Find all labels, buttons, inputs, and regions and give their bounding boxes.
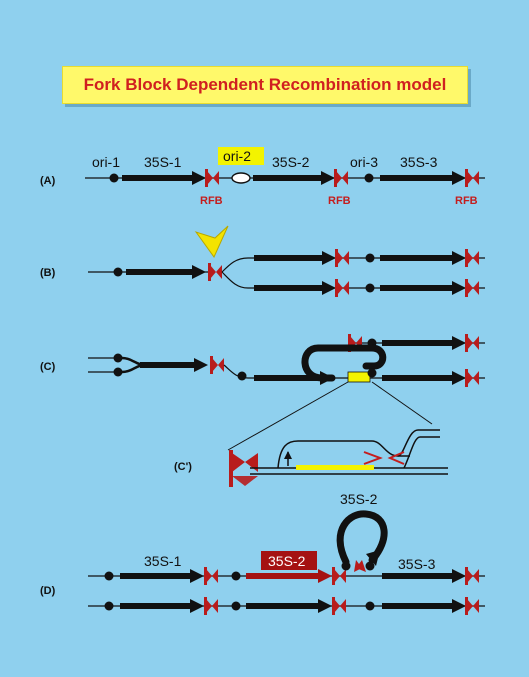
label-ori-3: ori-3	[350, 154, 378, 170]
ori-3-dot	[364, 173, 374, 183]
zoom-line-right	[371, 381, 433, 425]
panel-label-d: (D)	[40, 585, 56, 597]
arrow-35s-3	[452, 171, 466, 185]
arrow-35s-2	[321, 171, 335, 185]
label-35s-3: 35S-3	[400, 154, 438, 170]
ori-2-highlight	[218, 147, 264, 165]
zoom-line-left	[227, 381, 349, 451]
label-rfb-3: RFB	[455, 195, 478, 207]
label-35s-1: 35S-1	[144, 154, 182, 170]
rfb-marker-2	[334, 169, 348, 187]
rfb-marker-3	[465, 169, 479, 187]
label-d-35s-2-loop: 35S-2	[340, 491, 378, 507]
arrow-d-35s-2-red	[318, 569, 332, 583]
homology-highlight-cp	[296, 465, 374, 470]
panel-label-a: (A)	[40, 175, 56, 187]
panel-label-b: (B)	[40, 267, 56, 279]
panel-c-prime: (C')	[174, 429, 448, 487]
title-box: Fork Block Dependent Recombination model	[62, 66, 468, 104]
ori-2-bubble	[231, 172, 251, 184]
diagram-title: Fork Block Dependent Recombination model	[83, 75, 447, 94]
panel-label-c-prime: (C')	[174, 461, 192, 473]
red-label-box	[261, 551, 317, 570]
ori-1-dot	[109, 173, 119, 183]
label-ori-2: ori-2	[223, 148, 251, 164]
panel-b: (B)	[40, 225, 485, 297]
panel-label-c: (C)	[40, 361, 56, 373]
label-35s-2: 35S-2	[272, 154, 310, 170]
d-loop	[336, 510, 388, 566]
rfb-marker-b-left	[208, 263, 222, 281]
arrow-35s-1	[192, 171, 206, 185]
invading-loop	[301, 344, 387, 382]
label-d-35s-3: 35S-3	[398, 556, 436, 572]
red-arrow-left	[387, 451, 405, 465]
label-rfb-2: RFB	[328, 195, 351, 207]
panel-a: (A) ori-1 35S-1 RFB ori-2 35S-2	[40, 147, 485, 207]
red-arrow-right	[363, 451, 383, 465]
panel-d: (D) 35S-1 35S-2 35S-2	[40, 491, 485, 615]
label-ori-1: ori-1	[92, 154, 120, 170]
homology-highlight	[347, 371, 371, 383]
panel-c: (C)	[40, 334, 485, 451]
rfb-marker-1	[205, 169, 219, 187]
label-d-35s-2-red: 35S-2	[268, 553, 306, 569]
label-rfb-1: RFB	[200, 195, 223, 207]
label-d-35s-1: 35S-1	[144, 553, 182, 569]
fork-pointer-arrowhead	[194, 225, 229, 258]
